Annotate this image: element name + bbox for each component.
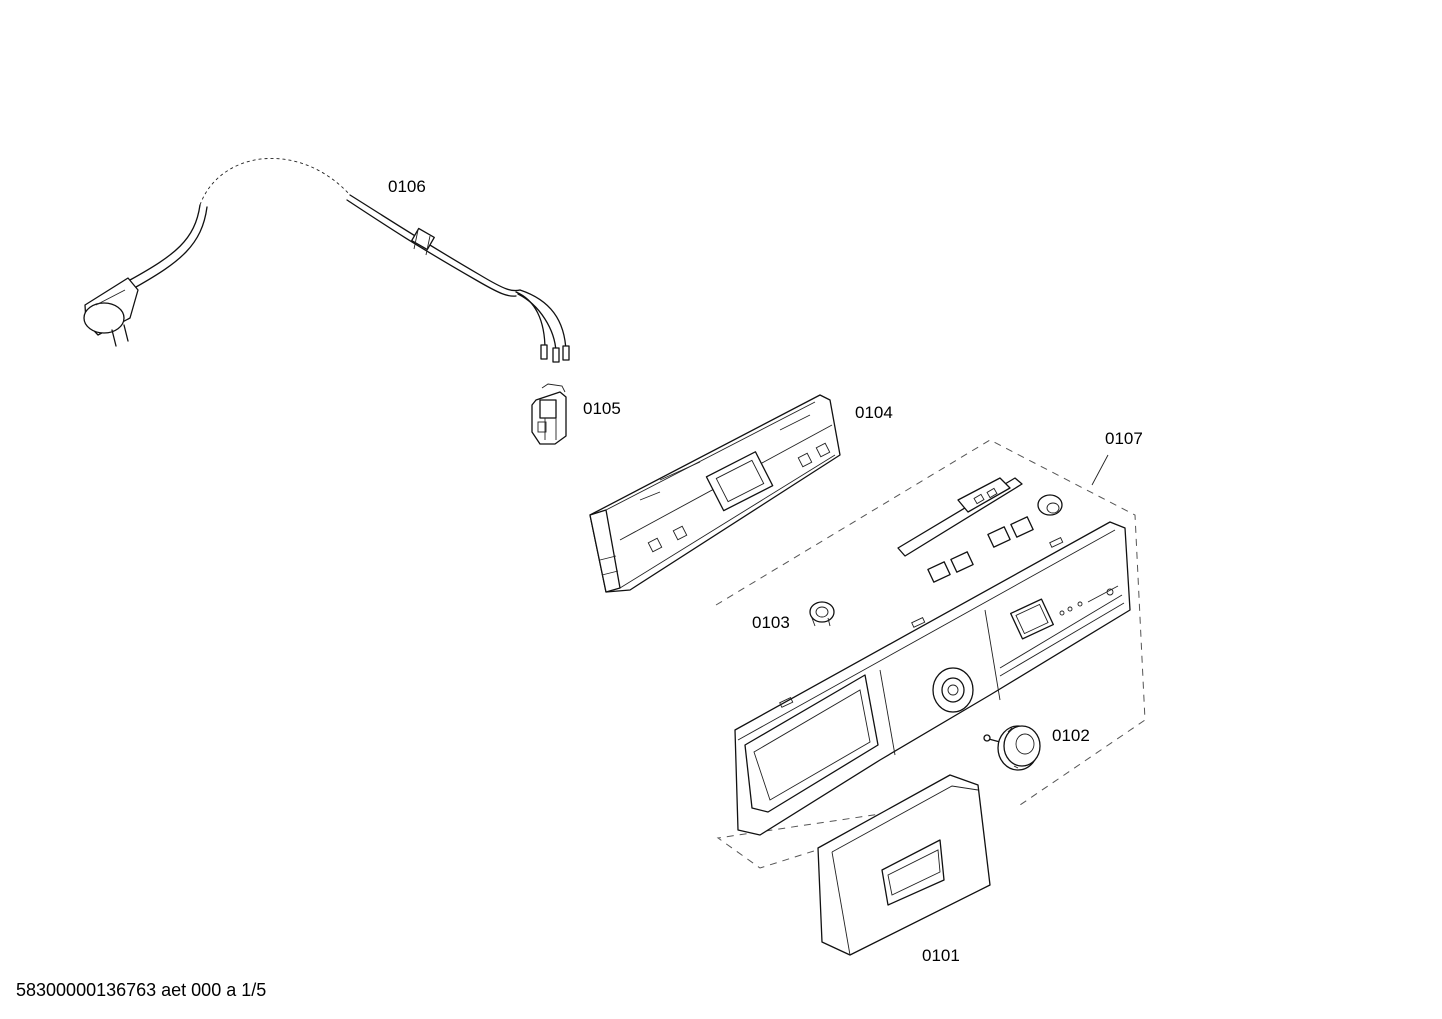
- label-0107: 0107: [1105, 429, 1143, 448]
- selector-knob-0102[interactable]: [983, 725, 1041, 771]
- leader-0107: [1091, 454, 1109, 486]
- assembly-outline-0107: [715, 439, 1146, 869]
- label-0103: 0103: [752, 613, 790, 632]
- drawing-reference-footer: 58300000136763 aet 000 a 1/5: [16, 980, 267, 1000]
- power-cable-0106[interactable]: [83, 157, 570, 363]
- label-0104: 0104: [855, 403, 893, 422]
- label-0105: 0105: [583, 399, 621, 418]
- label-0101: 0101: [922, 946, 960, 965]
- button-set-0107[interactable]: [897, 477, 1063, 583]
- electronics-carrier-0104[interactable]: [589, 394, 841, 593]
- drawer-handle-0101[interactable]: [817, 774, 991, 956]
- control-fascia-panel[interactable]: [734, 521, 1131, 836]
- label-0106: 0106: [388, 177, 426, 196]
- label-0102: 0102: [1052, 726, 1090, 745]
- connector-0105[interactable]: [531, 383, 567, 445]
- lamp-holder-0103[interactable]: [809, 601, 835, 627]
